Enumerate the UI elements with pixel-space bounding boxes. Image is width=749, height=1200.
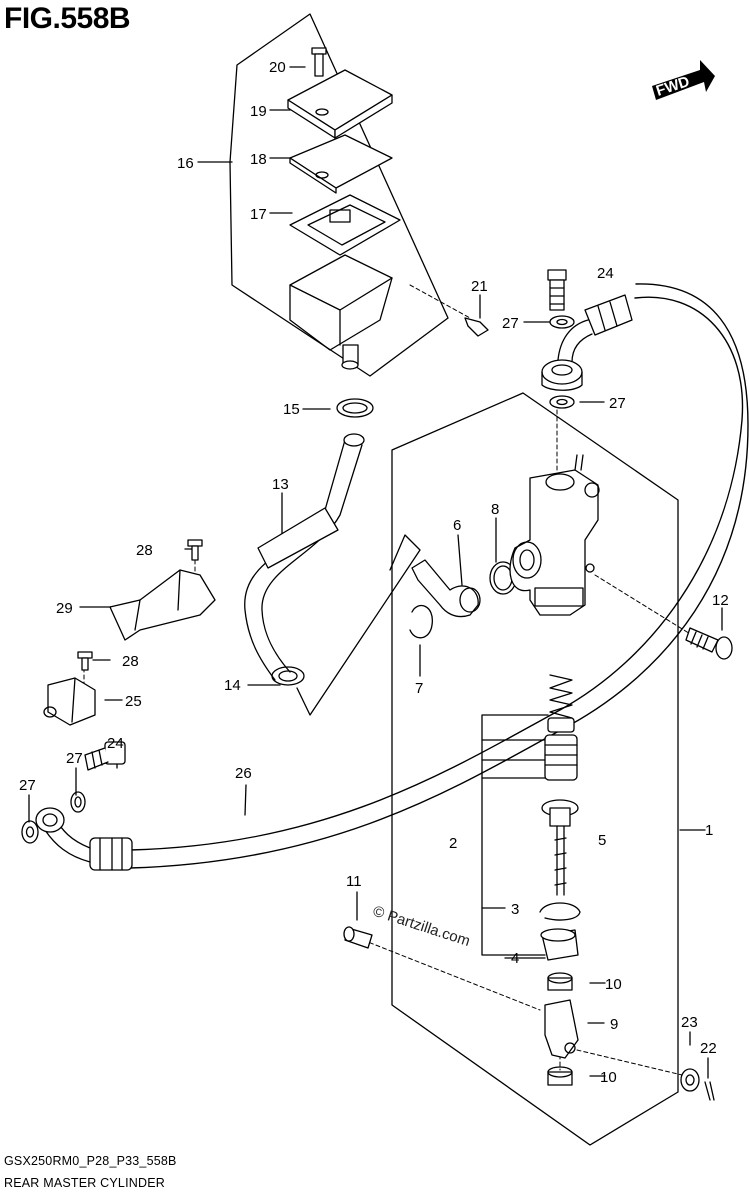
callout-8: 8 xyxy=(491,501,499,518)
callout-14: 14 xyxy=(224,677,241,694)
callout-6: 6 xyxy=(453,517,461,534)
callout-20: 20 xyxy=(269,59,286,76)
callout-16: 16 xyxy=(177,155,194,172)
callout-17: 17 xyxy=(250,206,267,223)
master-cylinder-group-outline xyxy=(391,392,679,1146)
callout-29: 29 xyxy=(56,600,73,617)
piston-spring xyxy=(549,674,573,719)
master-cylinder-body xyxy=(509,469,599,616)
figure-title: FIG.558B xyxy=(4,2,131,35)
callout-19: 19 xyxy=(250,103,267,120)
hose-group-outline xyxy=(296,534,421,716)
callout-28-upper: 28 xyxy=(136,542,153,559)
watermark: © Partzilla.com xyxy=(371,903,472,950)
callout-28-lower: 28 xyxy=(122,653,139,670)
brake-hose-26 xyxy=(129,296,744,851)
callout-12: 12 xyxy=(712,592,729,609)
callout-24-lower: 24 xyxy=(107,735,124,752)
model-code: GSX250RM0_P28_P33_558B xyxy=(4,1154,177,1168)
callout-3: 3 xyxy=(511,901,519,918)
fwd-label: FWD xyxy=(654,73,692,100)
callout-11: 11 xyxy=(346,873,362,890)
callout-1: 1 xyxy=(705,822,713,839)
section-name: REAR MASTER CYLINDER xyxy=(4,1176,165,1190)
callout-10-lower: 10 xyxy=(600,1069,617,1086)
bracket-2 xyxy=(481,714,549,956)
callout-15: 15 xyxy=(283,401,300,418)
reservoir-group-outline xyxy=(229,13,449,377)
callout-5: 5 xyxy=(598,832,606,849)
callout-7: 7 xyxy=(415,680,423,697)
callout-27-lower-left: 27 xyxy=(19,777,36,794)
callout-26: 26 xyxy=(235,765,252,782)
callout-23: 23 xyxy=(681,1014,698,1031)
callout-25: 25 xyxy=(125,693,142,710)
callout-27-lower-right: 27 xyxy=(66,750,83,767)
callout-4: 4 xyxy=(511,950,519,967)
callout-22: 22 xyxy=(700,1040,717,1057)
callout-24-upper: 24 xyxy=(597,265,614,282)
forward-direction-badge: FWD xyxy=(652,60,715,100)
callout-27-middle: 27 xyxy=(609,395,626,412)
callout-13: 13 xyxy=(272,476,289,493)
callout-21: 21 xyxy=(471,278,488,295)
callout-27-upper: 27 xyxy=(502,315,519,332)
callout-10-upper: 10 xyxy=(605,976,622,993)
callout-9: 9 xyxy=(610,1016,618,1033)
callout-18: 18 xyxy=(250,151,267,168)
callout-2: 2 xyxy=(449,835,457,852)
